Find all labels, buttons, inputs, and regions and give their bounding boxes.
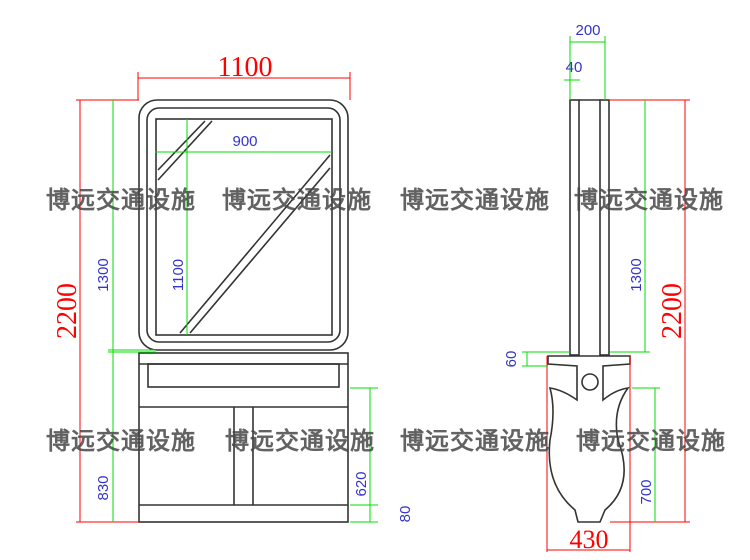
glass-reflection-line — [157, 120, 213, 181]
side-1300-label: 1300 — [628, 258, 645, 291]
minor-dimensions — [108, 36, 660, 523]
side-height-2200-label: 2200 — [657, 283, 688, 339]
cabinet-body — [138, 352, 349, 523]
mirror-glass — [155, 118, 333, 336]
watermark: 博远交通设施 — [222, 186, 372, 214]
base-430-label: 430 — [570, 525, 609, 554]
inner-900-label: 900 — [232, 133, 257, 150]
bolt-hole — [581, 373, 599, 391]
major-dimensions — [76, 72, 690, 552]
watermark: 博远交通设施 — [400, 186, 550, 214]
post-panel-right — [599, 99, 610, 356]
inner-1100-label: 1100 — [170, 259, 187, 291]
width-1100-label: 1100 — [218, 52, 273, 83]
cabinet-620-label: 620 — [353, 471, 370, 496]
post-40-label: 40 — [566, 59, 583, 76]
watermark: 博远交通设施 — [574, 186, 724, 214]
front-view — [138, 99, 349, 523]
watermark: 博远交通设施 — [46, 186, 196, 214]
base-700-label: 700 — [638, 479, 655, 504]
lower-830-label: 830 — [95, 475, 112, 500]
drawer — [147, 363, 340, 388]
top-200-label: 200 — [575, 22, 600, 39]
watermark: 博远交通设施 — [400, 427, 550, 455]
base-stand — [547, 355, 631, 523]
side-view — [547, 99, 631, 523]
glass-reflection-line — [179, 154, 331, 334]
plate-60-label: 60 — [503, 351, 520, 368]
mirror-frame-outer — [138, 99, 349, 351]
post-panel-left — [569, 99, 580, 356]
watermark: 博远交通设施 — [225, 427, 375, 455]
glass-reflection-line — [189, 167, 331, 334]
height-2200-label: 2200 — [52, 283, 83, 339]
watermark: 博远交通设施 — [46, 427, 196, 455]
base-80-label: 80 — [397, 506, 414, 523]
mirror-1300-label: 1300 — [95, 258, 112, 291]
watermark: 博远交通设施 — [576, 427, 726, 455]
mirror-frame-inner — [146, 107, 341, 343]
glass-reflection-line — [157, 120, 206, 171]
